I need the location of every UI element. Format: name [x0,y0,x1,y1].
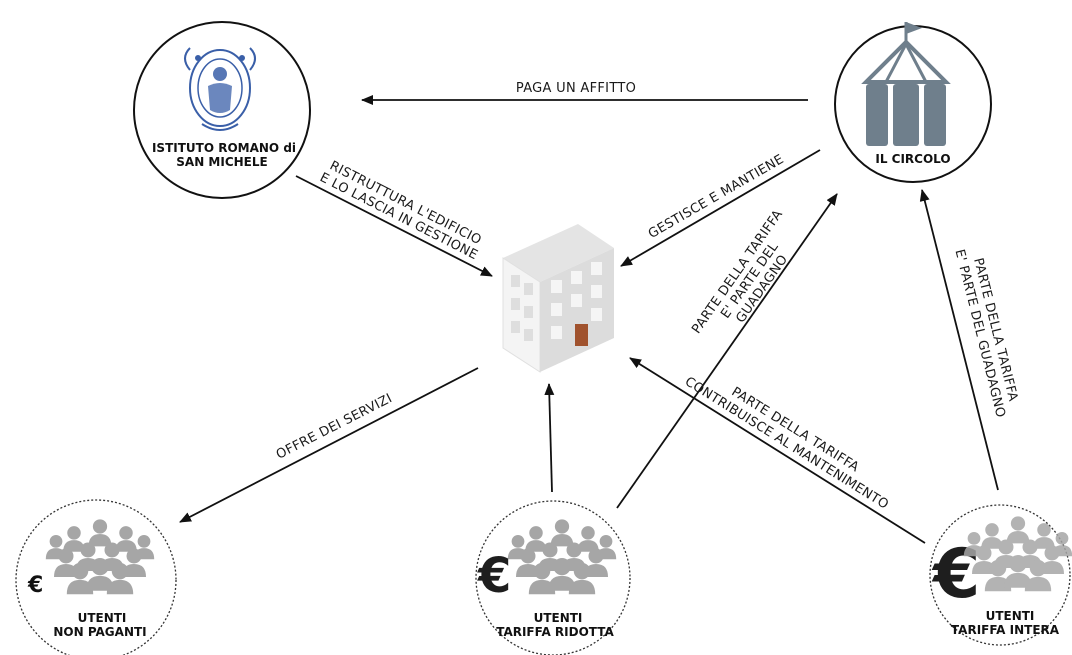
arrow-offre [179,367,479,523]
arrow-intera-edificio [629,357,926,544]
node-tariffa-ridotta: € UTENTI TARIFFA RIDOTTA [475,500,631,655]
tariffa-intera-label-1: UTENTI [986,609,1035,623]
building-icon [502,224,614,373]
tent-icon [861,22,951,146]
non-paganti-label-2: NON PAGANTI [53,625,146,639]
edge-label-intera-edificio: PARTE DELLA TARIFFA CONTRIBUISCE AL MANT… [682,374,891,512]
svg-text:CONTRIBUISCE AL MANTENIMENTO: CONTRIBUISCE AL MANTENIMENTO [682,374,891,512]
seal-icon [184,47,256,131]
door-icon [575,324,588,346]
svg-text:E LO LASCIA IN GESTIONE: E LO LASCIA IN GESTIONE [317,170,480,263]
circolo-label: IL CIRCOLO [875,152,950,166]
node-istituto: ISTITUTO ROMANO di SAN MICHELE [133,21,311,199]
edge-label-paga-affitto: PAGA UN AFFITTO [516,81,636,96]
arrow-gestisce [620,149,821,267]
edge-label-intera-circolo: PARTE DELLA TARIFFA E' PARTE DEL GUADAGN… [951,248,1020,420]
edge-label-ridotta-circolo: PARTE DELLA TARIFFA E' PARTE DEL GUADAGN… [689,207,791,336]
arrow-ridotta-circolo [616,193,838,509]
euro-icon: € [477,548,511,604]
arrow-ristruttura [295,175,493,277]
svg-text:OFFRE DEI SERVIZI: OFFRE DEI SERVIZI [274,391,395,463]
tariffa-ridotta-label-1: UTENTI [534,611,583,625]
non-paganti-label-1: UTENTI [78,611,127,625]
tariffa-ridotta-label-2: TARIFFA RIDOTTA [496,625,614,639]
node-circolo: IL CIRCOLO [834,22,992,183]
edge-label-ristruttura: RISTRUTTURA L'EDIFICIO E LO LASCIA IN GE… [317,158,484,263]
istituto-label-1: ISTITUTO ROMANO di [152,141,296,155]
node-tariffa-intera: € UTENTI TARIFFA INTERA [929,504,1072,646]
tariffa-intera-label-2: TARIFFA INTERA [951,623,1060,637]
edge-label-offre: OFFRE DEI SERVIZI [274,391,395,463]
istituto-label-2: SAN MICHELE [176,155,267,169]
arrow-intera-circolo [919,189,999,491]
node-non-paganti: € UTENTI NON PAGANTI [15,499,177,655]
arrow-ridotta-edificio [544,383,555,493]
euro-icon: € [27,573,43,598]
